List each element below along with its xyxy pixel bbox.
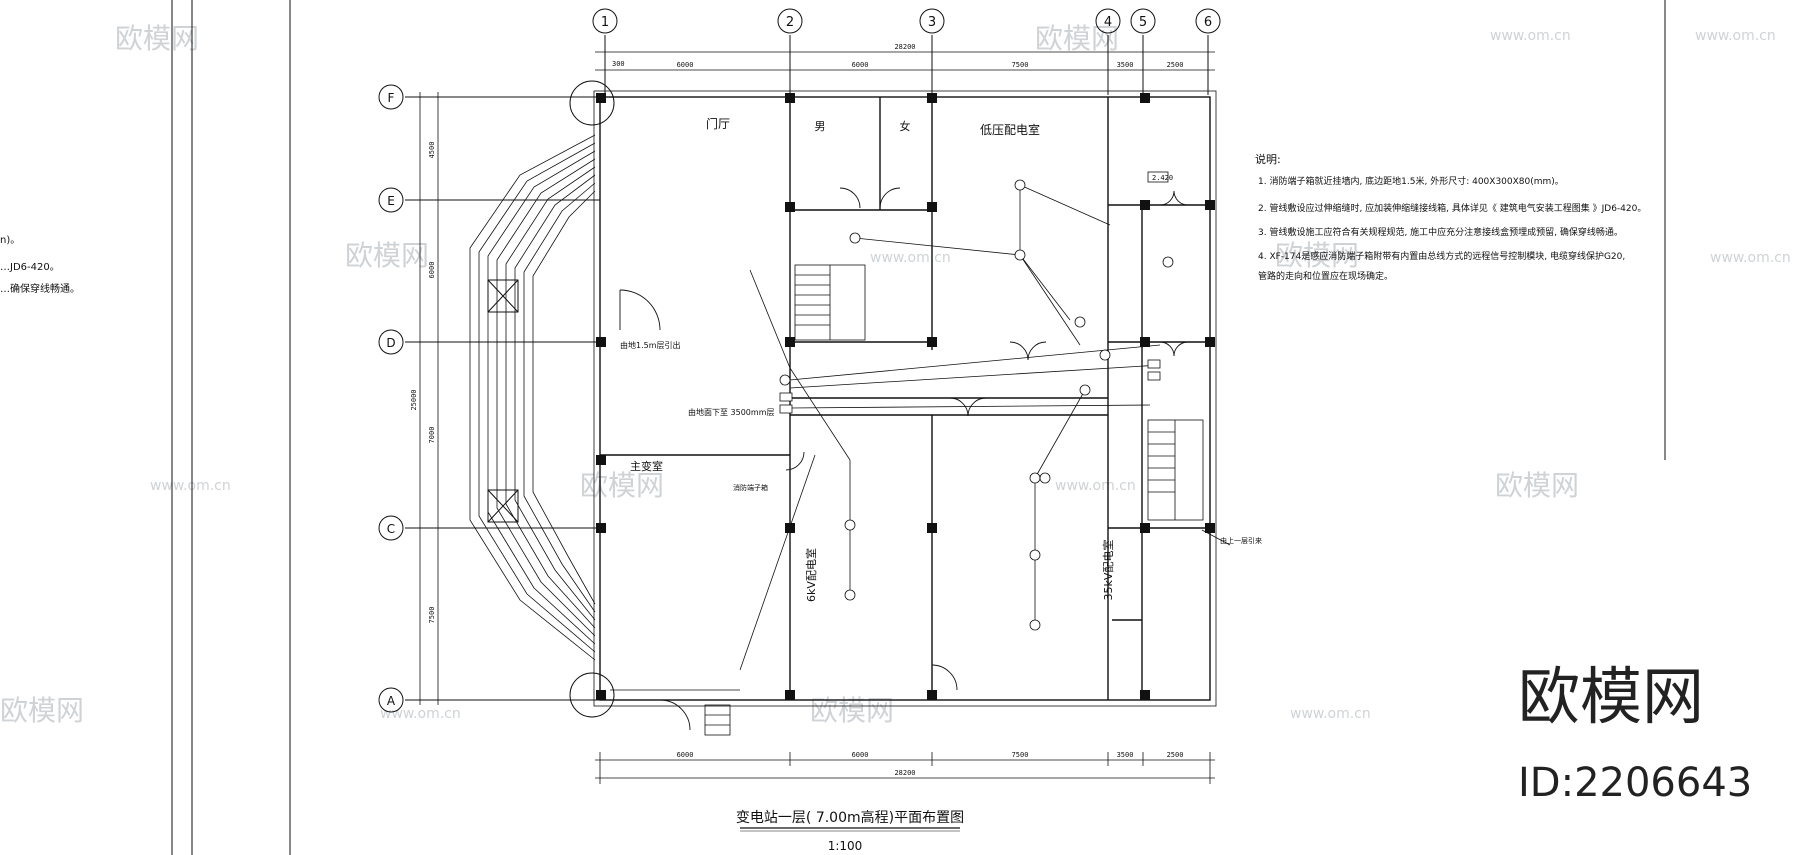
watermark-brand: 欧模网: [1275, 239, 1359, 272]
left-note-fragment: n)。: [0, 235, 20, 246]
room-label-main-transformer: 主变室: [630, 459, 663, 473]
watermark-brand: 欧模网: [580, 469, 664, 502]
watermark-brand: 欧模网: [1035, 22, 1119, 55]
dim-left-overall: 25000: [410, 389, 418, 410]
dim-left-seg: 7500: [428, 607, 436, 624]
drawing-title: 变电站一层( 7.00m高程)平面布置图: [736, 809, 964, 826]
left-note-fragment: …JD6-420。: [0, 262, 60, 273]
building-walls: [593, 90, 1217, 707]
brand-name: 欧模网: [1518, 660, 1704, 733]
column-boxes-ext: [487, 279, 519, 523]
annotation-fire-box: 消防端子箱: [733, 483, 768, 492]
watermark-url: www.om.cn: [380, 706, 461, 722]
watermark-brand: 欧模网: [810, 694, 894, 727]
sheet-frame: [171, 0, 1666, 855]
notes-item: 管路的走向和位置应在现场确定。: [1258, 270, 1393, 282]
watermark-url: www.om.cn: [870, 250, 951, 266]
watermark-url: www.om.cn: [1490, 28, 1571, 44]
dim-bottom-overall: 28200: [894, 769, 915, 777]
axis-label-top: 3: [928, 15, 936, 30]
watermark-brand: 欧模网: [0, 694, 84, 727]
axis-label-left: F: [388, 91, 395, 105]
dim-top-seg: 6000: [852, 61, 869, 69]
dimension-top: [595, 51, 1215, 71]
dim-bottom-seg: 3500: [1117, 751, 1134, 759]
watermark-url: www.om.cn: [1695, 28, 1776, 44]
axis-label-left: D: [386, 336, 395, 350]
dim-bottom-seg: 6000: [852, 751, 869, 759]
dim-top-seg: 2500: [1167, 61, 1184, 69]
dim-bottom-seg: 7500: [1012, 751, 1029, 759]
annotation-trench-a: 由地1.5m层引出: [620, 340, 681, 350]
entrance-steps: [469, 134, 596, 661]
watermark-url: www.om.cn: [1710, 250, 1791, 266]
room-label-lv: 低压配电室: [980, 122, 1040, 137]
axis-label-top: 5: [1139, 15, 1147, 30]
doors: [619, 187, 1189, 731]
dim-bottom-seg: 6000: [677, 751, 694, 759]
room-label-women: 女: [900, 119, 911, 133]
watermark-brand: 欧模网: [1495, 469, 1579, 502]
dim-top-small: 300: [612, 60, 625, 68]
watermark-brand: 欧模网: [345, 239, 429, 272]
structural-columns: [596, 93, 1215, 700]
room-label-men: 男: [815, 120, 826, 133]
axis-label-left: C: [387, 522, 395, 536]
notes-item: 1. 消防端子箱就近挂墙内, 底边距地1.5米, 外形尺寸: 400X300X8…: [1258, 175, 1564, 187]
axis-label-left: A: [387, 694, 396, 708]
watermark-layer: 欧模网 欧模网 www.om.cn www.om.cn 欧模网 欧模网 www.…: [0, 22, 1791, 727]
stairs: [704, 264, 1204, 736]
watermark-brand: 欧模网: [115, 22, 199, 55]
dim-left-seg: 4500: [428, 142, 436, 159]
annotation-exit: 由上一层引来: [1220, 536, 1262, 545]
axis-grid-left: [378, 84, 600, 713]
watermark-url: www.om.cn: [1055, 478, 1136, 494]
room-label-35kv: 35kV配电室: [1101, 540, 1115, 601]
axis-label-left: E: [387, 194, 395, 208]
dim-top-seg: 3500: [1117, 61, 1134, 69]
watermark-url: www.om.cn: [1290, 706, 1371, 722]
dim-bottom-seg: 2500: [1167, 751, 1184, 759]
annotation-small: 2.420: [1152, 174, 1173, 182]
annotation-trench-b: 由地面下至 3500mm层: [688, 407, 775, 417]
watermark-url: www.om.cn: [150, 478, 231, 494]
brand-id: ID:2206643: [1518, 760, 1752, 806]
axis-grid-top: [592, 8, 1221, 95]
axis-label-top: 4: [1104, 15, 1112, 30]
entrance-columns-round: [569, 80, 615, 718]
dim-top-overall: 28200: [894, 43, 915, 51]
drawing-scale: 1:100: [828, 839, 863, 853]
notes-item: 4. XF-174是感应消防端子箱附带有内置由总线方式的远程信号控制模块, 电缆…: [1258, 250, 1625, 262]
notes-heading: 说明:: [1255, 152, 1281, 166]
axis-label-top: 1: [601, 15, 609, 30]
notes-item: 2. 管线敷设应过伸缩缝时, 应加装伸缩缝接线箱, 具体详见《 建筑电气安装工程…: [1258, 202, 1646, 214]
detector-symbols: [779, 171, 1174, 631]
dim-left-seg: 6000: [428, 262, 436, 279]
dim-left-seg: 7000: [428, 427, 436, 444]
axis-label-top: 6: [1204, 15, 1212, 30]
dim-top-seg: 7500: [1012, 61, 1029, 69]
dimension-bottom: [595, 752, 1215, 784]
dim-top-seg: 6000: [677, 61, 694, 69]
room-label-lobby: 门厅: [706, 116, 730, 131]
axis-label-top: 2: [786, 15, 794, 30]
notes-item: 3. 管线敷设施工应符合有关规程规范, 施工中应充分注意接线盒预埋成预留, 确保…: [1258, 226, 1623, 238]
room-label-6kv: 6kV配电室: [804, 548, 818, 602]
left-note-fragment: …确保穿线畅通。: [0, 282, 80, 295]
